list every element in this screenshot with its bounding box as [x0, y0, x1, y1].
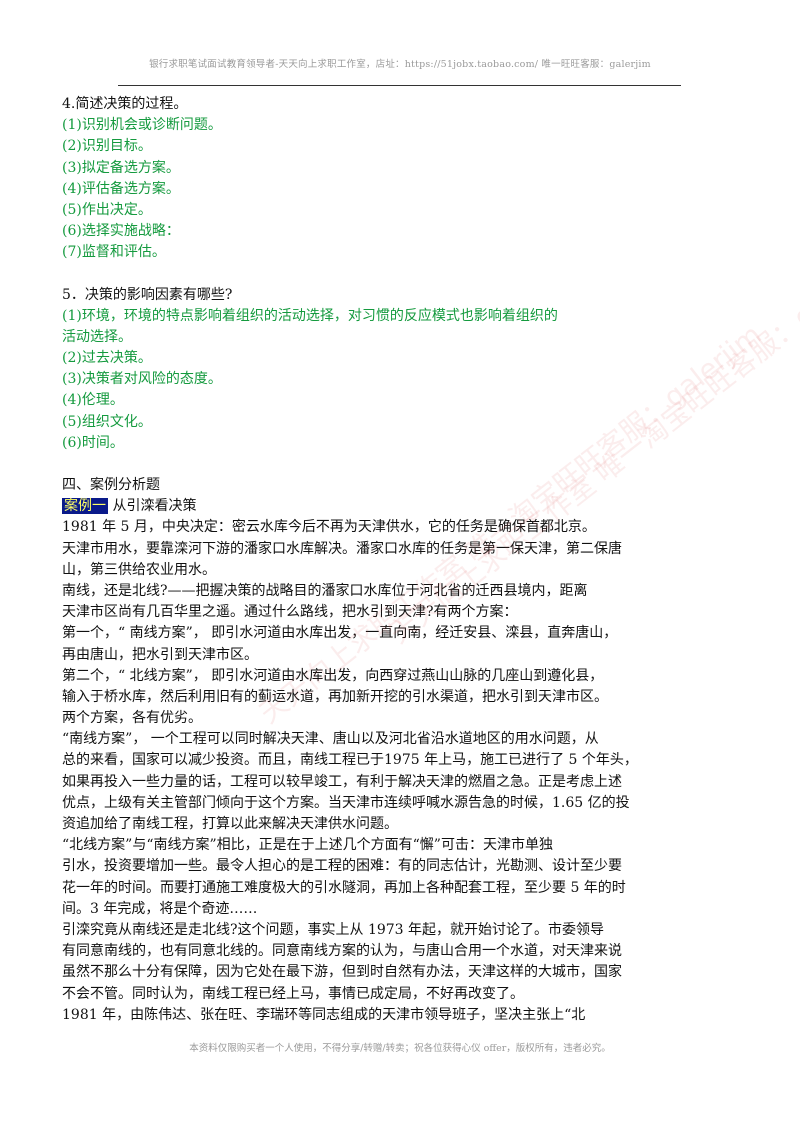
document-body: 4.简述决策的过程。 (1)识别机会或诊断问题。 (2)识别目标。 (3)拟定备…	[62, 94, 742, 1026]
question-5-title: 5．决策的影响因素有哪些?	[62, 286, 233, 303]
case-paragraph-line: 第二个，“ 北线方案”， 即引水河道由水库出发，向西穿过燕山山脉的几座山到遵化县…	[62, 667, 604, 684]
q4-item: (4)评估备选方案。	[62, 180, 180, 197]
q5-item: (3)决策者对风险的态度。	[62, 371, 222, 388]
header-divider	[118, 85, 681, 86]
q5-item: (6)时间。	[62, 434, 124, 451]
q5-item: (5)组织文化。	[62, 413, 152, 430]
case-paragraph-line: 引水，投资要增加一些。最令人担心的是工程的困难：有的同志估计，光勘测、设计至少要	[62, 858, 622, 875]
case-paragraph-line: 虽然不那么十分有保障，因为它处在最下游，但到时自然有办法，天津这样的大城市，国家	[62, 964, 622, 981]
q5-item: 活动选择。	[62, 328, 132, 345]
question-4-title: 4.简述决策的过程。	[62, 96, 188, 112]
case-paragraph-line: 输入于桥水库，然后利用旧有的蓟运水道，再加新开挖的引水渠道，把水引到天津市区。	[62, 688, 608, 705]
q4-item: (5)作出决定。	[62, 201, 152, 218]
q4-item: (7)监督和评估。	[62, 244, 166, 261]
case-title: 从引滦看决策	[108, 498, 197, 515]
case-paragraph-line: 有同意南线的，也有同意北线的。同意南线方案的认为，与唐山合用一个水道，对天津来说	[62, 943, 622, 960]
case-paragraph-line: “南线方案”， 一个工程可以同时解决天津、唐山以及河北省沿水道地区的用水问题，从	[62, 731, 599, 748]
section-4-title: 四、案例分析题	[62, 477, 160, 493]
case-paragraph-line: 资追加给了南线工程，打算以此来解决天津供水问题。	[62, 816, 398, 832]
case-paragraph-line: 间。3 年完成，将是个奇迹……	[62, 900, 258, 917]
case-heading: 案例一 从引滦看决策	[62, 496, 742, 517]
case-paragraph-line: 如果再投入一些力量的话，工程可以较早竣工，有利于解决天津的燃眉之急。正是考虑上述	[62, 773, 622, 790]
case-paragraph-line: 引滦究竟从南线还是走北线?这个问题，事实上从 1973 年起，就开始讨论了。市委…	[62, 921, 605, 938]
page-footer: 本资料仅限购买者一个人使用，不得分享/转赠/转卖；祝各位获得心仪 offer，版…	[189, 1043, 611, 1054]
q5-item: (4)伦理。	[62, 392, 124, 409]
case-paragraph-line: 两个方案，各有优劣。	[62, 710, 202, 727]
case-text: 1981 年 5 月，中央决定：密云水库今后不再为天津供水，它的任务是确保首都北…	[62, 517, 742, 1026]
q4-item: (1)识别机会或诊断问题。	[62, 117, 222, 134]
case-paragraph-line: 天津市用水，要靠滦河下游的潘家口水库解决。潘家口水库的任务是第一保天津，第二保唐	[62, 540, 622, 557]
case-paragraph-line: 1981 年 5 月，中央决定：密云水库今后不再为天津供水，它的任务是确保首都北…	[62, 519, 596, 536]
spacer	[62, 264, 742, 285]
case-paragraph-line: 优点，上级有关主管部门倾向于这个方案。当天津市连续呼喊水源告急的时候，1.65 …	[62, 794, 630, 811]
case-paragraph-line: 花一年的时间。而要打通施工难度极大的引水隧洞，再加上各种配套工程，至少要 5 年…	[62, 879, 626, 896]
case-paragraph-line: 山，第三供给农业用水。	[62, 561, 216, 578]
case-paragraph-line: 再由唐山，把水引到天津市区。	[62, 646, 258, 663]
case-paragraph-line: 第一个，“ 南线方案”， 即引水河道由水库出发，一直向南，经迁安县、滦县，直奔唐…	[62, 625, 618, 642]
q4-item: (6)选择实施战略：	[62, 223, 180, 240]
case-label-highlight: 案例一	[62, 498, 108, 515]
case-paragraph-line: 不会不管。同时认为，南线工程已经上马，事情已成定局，不好再改变了。	[62, 985, 524, 1002]
q4-item: (3)拟定备选方案。	[62, 159, 180, 176]
page-header: 银行求职笔试面试教育领导者-天天向上求职工作室，店址：https://51job…	[149, 59, 651, 70]
spacer	[62, 454, 742, 475]
case-paragraph-line: 1981 年，由陈伟达、张在旺、李瑞环等同志组成的天津市领导班子，坚决主张上“北	[62, 1006, 586, 1023]
q5-item: (2)过去决策。	[62, 350, 152, 367]
q5-item: (1)环境，环境的特点影响着组织的活动选择，对习惯的反应模式也影响着组织的	[62, 307, 558, 324]
case-paragraph-line: “北线方案”与“南线方案”相比，正是在于上述几个方面有“懈”可击：天津市单独	[62, 837, 553, 854]
case-paragraph-line: 天津市区尚有几百华里之遥。通过什么路线，把水引到天津?有两个方案：	[62, 604, 518, 621]
case-paragraph-line: 总的来看，国家可以减少投资。而且，南线工程已于1975 年上马，施工已进行了 5…	[62, 752, 638, 769]
case-paragraph-line: 南线，还是北线?——把握决策的战略目的潘家口水库位于河北省的迁西县境内，距离	[62, 582, 588, 599]
q4-item: (2)识别目标。	[62, 138, 152, 155]
